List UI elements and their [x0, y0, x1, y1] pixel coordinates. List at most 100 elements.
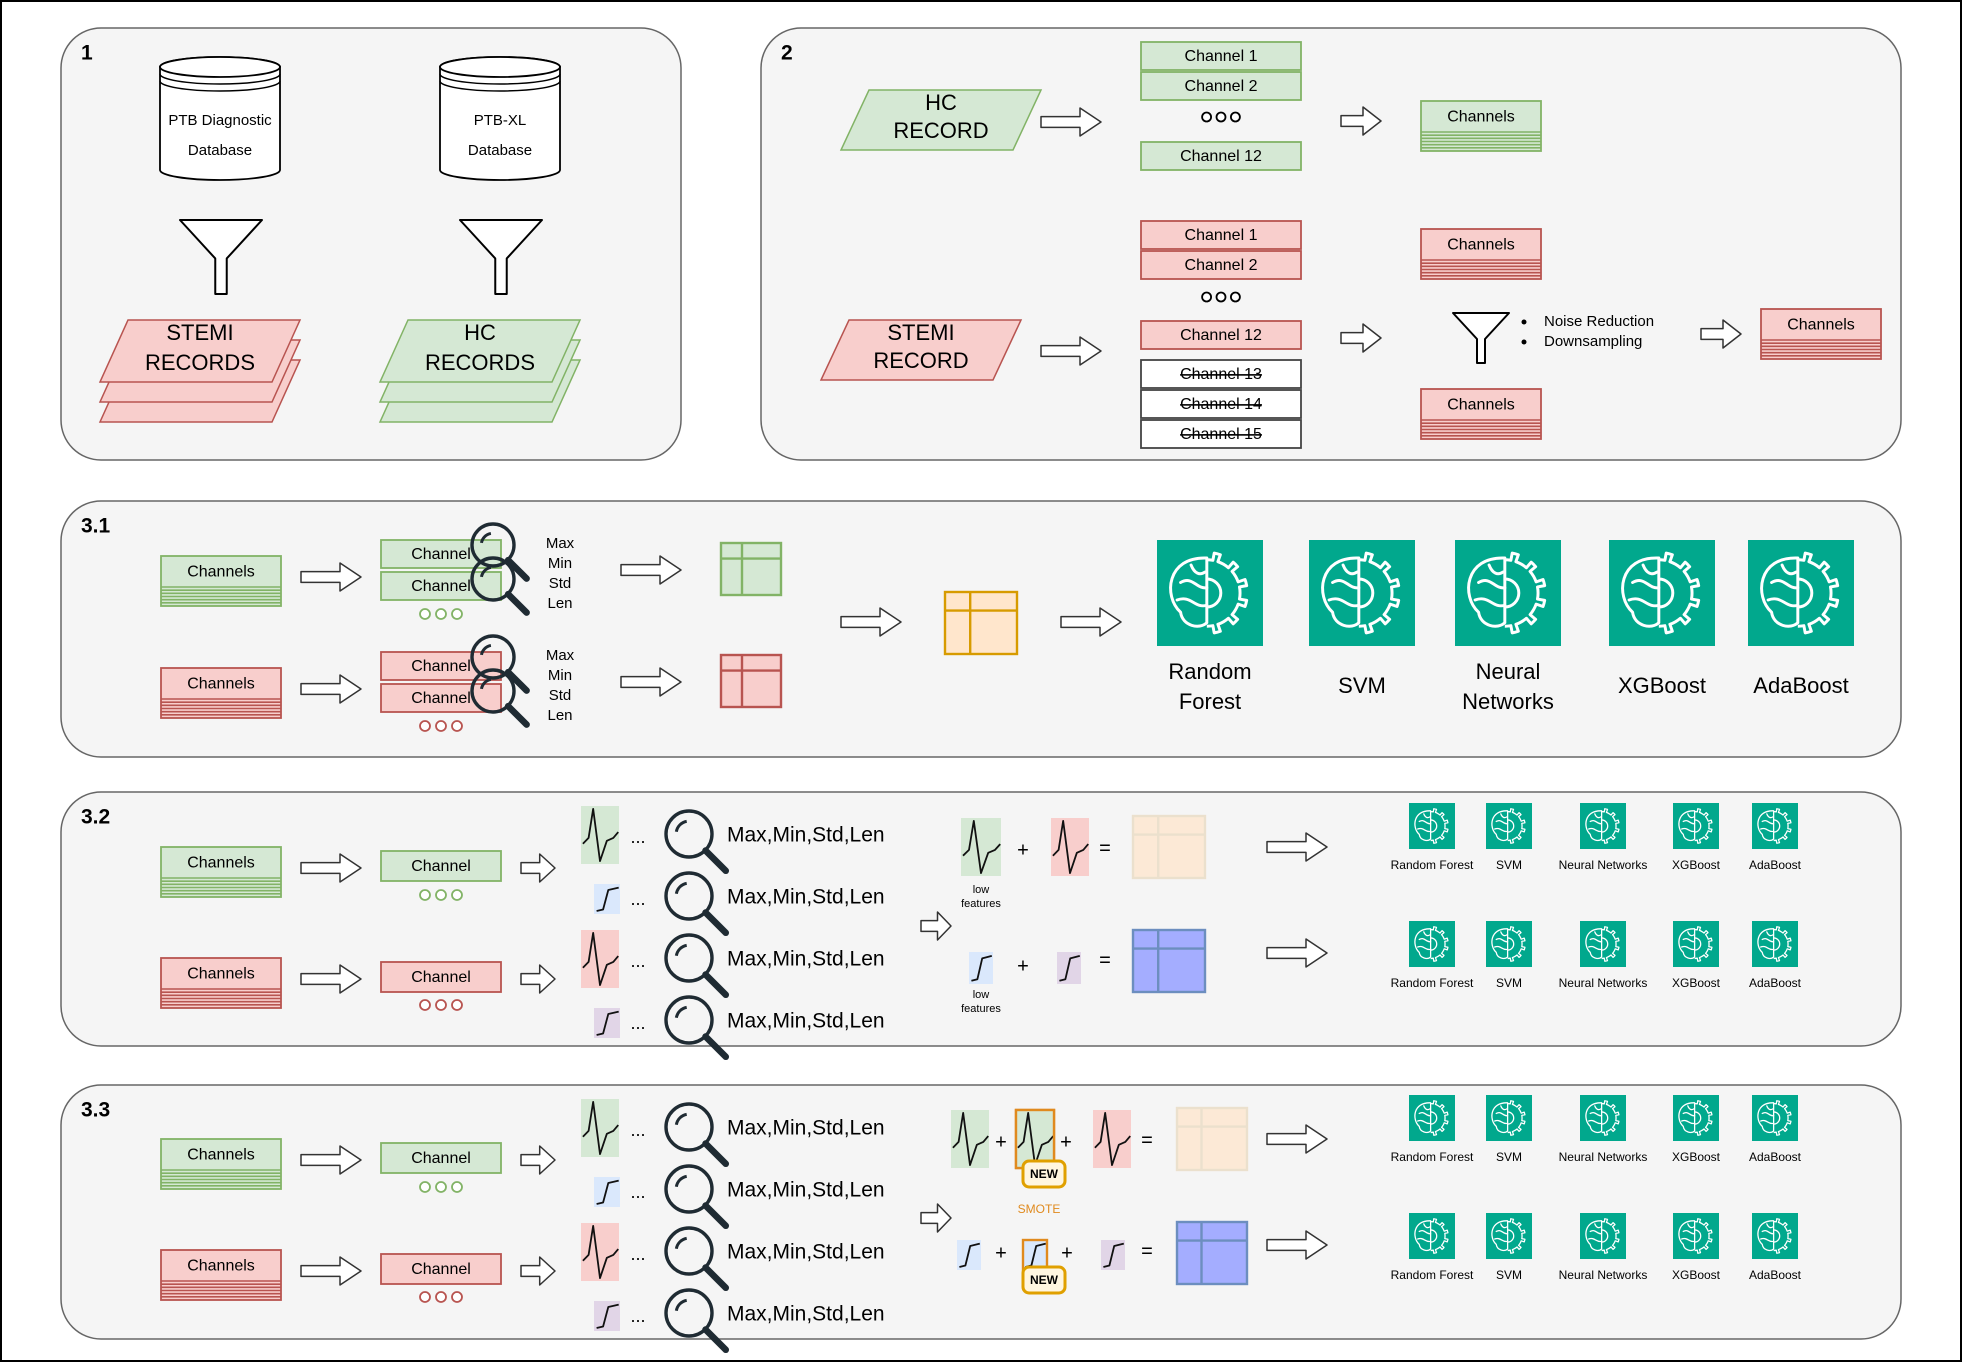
arrow-3-1-hc-features [620, 555, 682, 585]
brain-folds [1417, 1105, 1432, 1125]
gear-hub [1694, 1229, 1702, 1243]
channels-label: Channels [187, 1147, 255, 1164]
brain-outline [1414, 1220, 1432, 1252]
funnel-icon-preprocess [1452, 312, 1510, 364]
brain-folds [1417, 813, 1432, 833]
gear-outline [1658, 551, 1701, 635]
p32-bottom-model-label-xgboost: XGBoost [1672, 976, 1721, 990]
record-shape [839, 89, 1043, 151]
table-outline [1175, 1106, 1249, 1172]
model-tile [1673, 803, 1719, 849]
new-badge-top: NEW [1021, 1159, 1067, 1189]
ecg-segment-tile [581, 806, 619, 864]
p33-bottom-model-icon-adaboost [1752, 1213, 1798, 1259]
gear-hub [1773, 819, 1781, 833]
brain-outline [1678, 1220, 1696, 1252]
model-name-random-forest: Forest [1179, 689, 1241, 714]
model-name-adaboost: AdaBoost [1753, 673, 1848, 698]
brain-folds [1494, 931, 1509, 951]
magnifier-lens [664, 995, 714, 1045]
gear-hub [1601, 1111, 1609, 1125]
ellipsis-dots-red [419, 1291, 463, 1303]
feature-list-stemi: Len [547, 707, 572, 724]
stemi-channels-stack-top: Channels [1420, 228, 1542, 280]
feature-list-hc: Std [549, 575, 572, 592]
feature-list-hc: Len [547, 595, 572, 612]
channels-box [160, 555, 282, 607]
channel-box [1140, 250, 1302, 280]
arrow-3-1-merge [840, 607, 902, 637]
magnifier-lens [664, 1288, 714, 1338]
feature-list-stemi: Min [548, 667, 572, 684]
brain-outline [1585, 810, 1603, 842]
brain-outline [1321, 556, 1361, 628]
model-tile [1486, 921, 1532, 967]
magnifier-handle [702, 1140, 730, 1168]
funnel-icon [179, 219, 263, 295]
p32-stemi-channel: Channel [380, 961, 502, 993]
table-outline [719, 541, 783, 597]
channels-label: Channels [187, 676, 255, 693]
p32-hc-channels-stack: Channels [160, 846, 282, 898]
noise-reduction-label: Noise Reduction [1544, 313, 1654, 330]
brain-folds [1417, 1223, 1432, 1243]
brain-outline [1585, 1220, 1603, 1252]
plus-sign: + [995, 1242, 1007, 1264]
p33-bottom-model-icon-neural-networks [1580, 1213, 1626, 1259]
p32-bottom-model-label-adaboost: AdaBoost [1749, 976, 1802, 990]
brain-folds [1588, 931, 1603, 951]
brain-folds [1681, 1223, 1696, 1243]
ellipsis: ... [630, 1013, 645, 1033]
dot [1215, 291, 1227, 303]
gear-outline [1430, 1100, 1449, 1136]
channel-box [380, 1253, 502, 1285]
model-tile [1673, 1095, 1719, 1141]
channel-box [380, 1142, 502, 1174]
hc-segment-tile [961, 818, 1001, 876]
gear-hub [1430, 819, 1438, 833]
database-label: PTB Diagnostic [168, 112, 272, 129]
channel-box [380, 961, 502, 993]
panel-number: 2 [781, 42, 793, 65]
model-icon-adaboost [1748, 540, 1854, 646]
brain-outline [1678, 928, 1696, 960]
arrow-3-3-models-top [1266, 1124, 1328, 1154]
records-label: STEMI [166, 320, 233, 345]
magnifier-lens [664, 809, 714, 859]
equals-sign: = [1099, 949, 1111, 971]
arrow-hc-channels [1340, 106, 1382, 136]
ecg-segment-tile [581, 1099, 619, 1157]
gear-hub [1206, 577, 1223, 609]
dot [419, 999, 431, 1011]
panel-number: 3.2 [81, 806, 110, 829]
channel-label: Channel 1 [1185, 48, 1258, 65]
model-name-svm: SVM [1338, 673, 1386, 698]
gear-hub [1601, 1229, 1609, 1243]
gear-hub [1507, 1229, 1515, 1243]
brain-outline [1491, 928, 1509, 960]
channel-15-removed: Channel 15 [1140, 419, 1302, 449]
p32-top-model-label-neural-networks: Neural Networks [1559, 858, 1648, 872]
dot [1230, 291, 1241, 303]
ecg-wave [1059, 954, 1081, 982]
model-tile [1486, 1213, 1532, 1259]
plus-sign: + [995, 1131, 1007, 1153]
p32-top-model-label-xgboost: XGBoost [1672, 858, 1721, 872]
hc-feature-table [719, 541, 783, 597]
brain-outline [1491, 1220, 1509, 1252]
cylinder-ring [439, 80, 561, 92]
equals-sign: = [1141, 1129, 1153, 1151]
p32-top-model-icon-xgboost [1673, 803, 1719, 849]
ecg-wave [582, 808, 619, 862]
magnifier-lens [470, 668, 516, 714]
channels-label: Channels [1447, 397, 1515, 414]
stemi-low-feature-tile [1101, 1240, 1125, 1270]
table-outline [1175, 1220, 1249, 1286]
funnel-icon-ptb [179, 219, 263, 295]
magnifier-icon [664, 1288, 730, 1354]
brain-folds [1494, 813, 1509, 833]
channel-label: Channel [411, 546, 471, 563]
dot [435, 608, 447, 620]
channel-label: Channel [411, 1150, 471, 1167]
